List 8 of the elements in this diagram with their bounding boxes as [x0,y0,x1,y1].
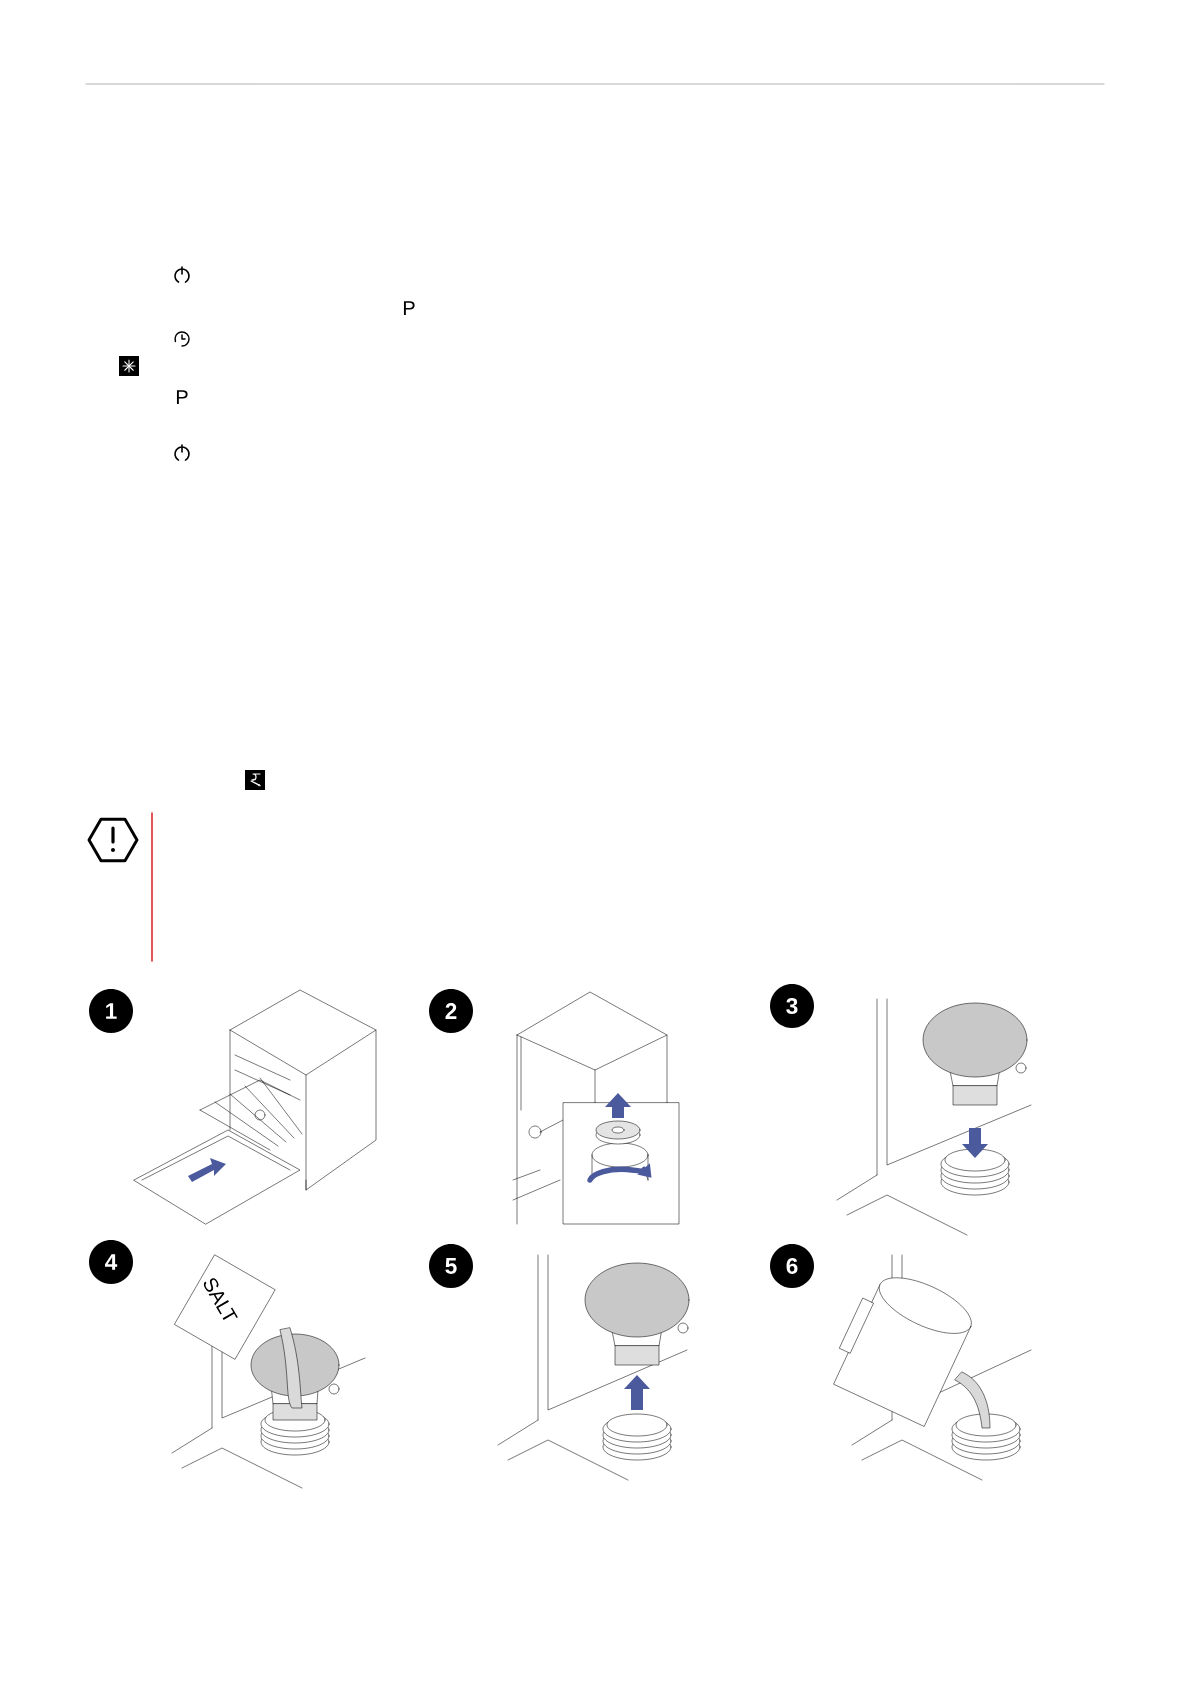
button-letter: P [403,301,415,315]
step-number: 3 [770,984,814,1028]
step-number: 5 [429,1244,473,1288]
step-number: 4 [89,1240,133,1284]
step-number: 6 [770,1244,814,1288]
step-number: 1 [89,989,133,1033]
step-number: 2 [429,989,473,1033]
button-letter: P [176,390,188,404]
